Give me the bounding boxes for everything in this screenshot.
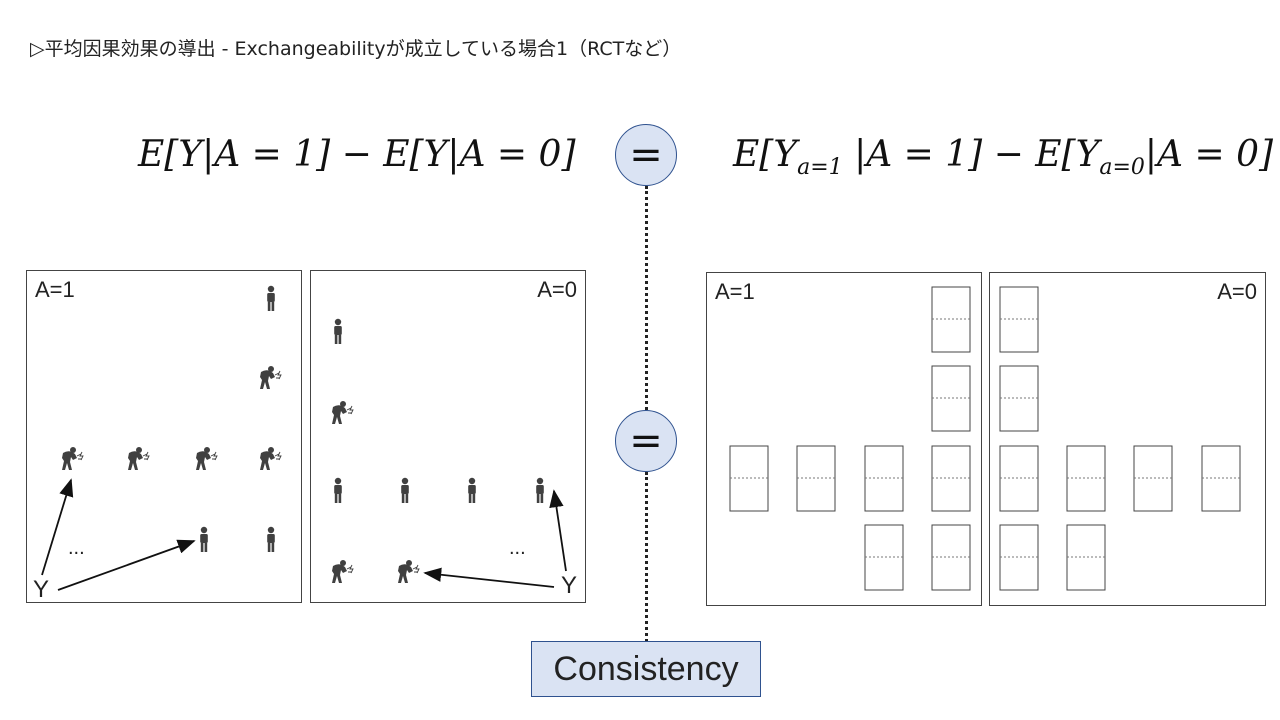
formula-subscript: a=1 xyxy=(797,155,843,181)
panel-label: A=1 xyxy=(35,277,75,302)
page-title: ▷平均因果効果の導出 - Exchangeabilityが成立している場合1（R… xyxy=(30,38,682,60)
formula-subscript: a=0 xyxy=(1099,155,1145,181)
dotted-connector xyxy=(645,186,648,410)
panel-label: A=0 xyxy=(537,277,577,302)
consistency-box: Consistency xyxy=(531,641,761,697)
observed-treated-panel: A=1 xyxy=(26,270,302,603)
formula-part: E[Y xyxy=(733,134,798,175)
counterfactual-difference-formula: E[Ya=1 |A = 1] − E[Ya=0|A = 0] xyxy=(733,132,1273,191)
formula-part: |A = 1] − E[Y xyxy=(842,134,1100,175)
observed-untreated-panel: A=0 xyxy=(310,270,586,603)
equals-circle-top: = xyxy=(615,124,677,186)
panel-label: A=0 xyxy=(1217,279,1257,304)
panel-label: A=1 xyxy=(715,279,755,304)
observed-difference-formula: E[Y|A = 1] − E[Y|A = 0] xyxy=(138,134,576,175)
equals-circle-middle: = xyxy=(615,410,677,472)
counterfactual-untreated-panel: A=0 xyxy=(989,272,1266,606)
formula-part: |A = 0] xyxy=(1144,134,1274,175)
dotted-connector xyxy=(645,472,648,642)
counterfactual-treated-panel: A=1 xyxy=(706,272,982,606)
